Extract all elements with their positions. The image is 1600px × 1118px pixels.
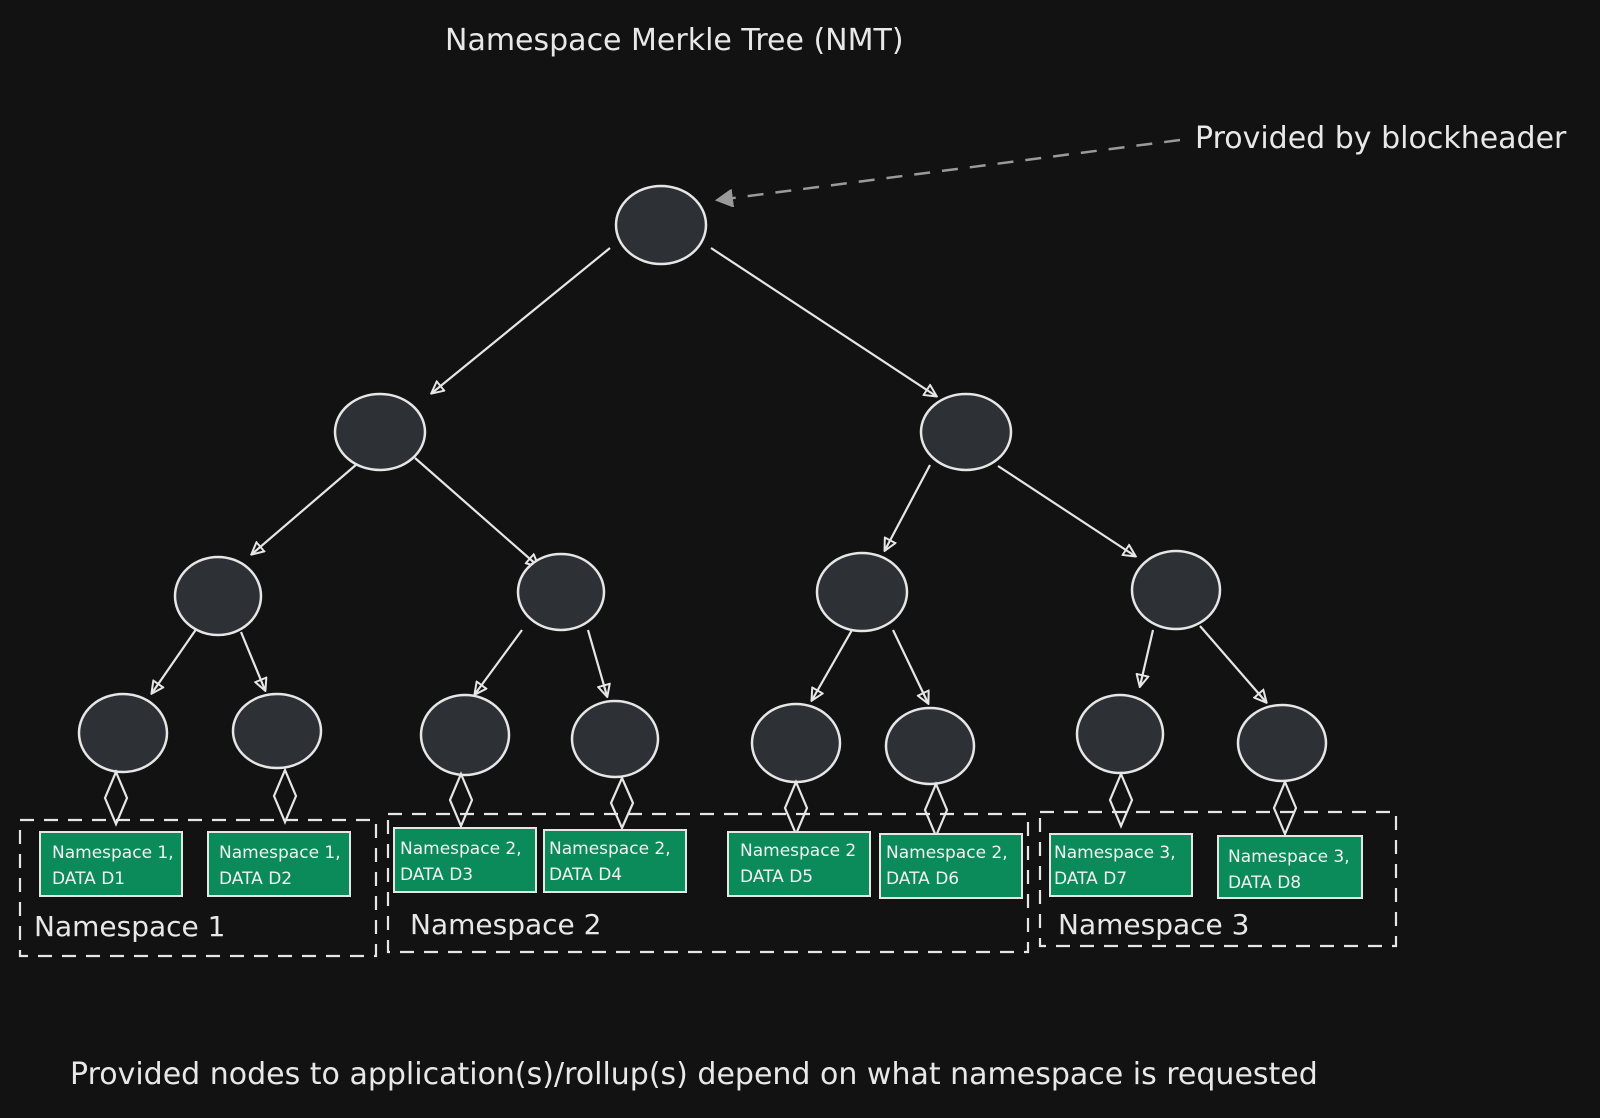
leaf-data-text: DATA D3 [400, 865, 473, 885]
namespace-groups: Namespace 1 Namespace 2 Namespace 3 [18, 810, 1398, 958]
diamond-connector [923, 781, 949, 839]
edge [997, 465, 1135, 556]
tree-node [231, 692, 323, 770]
leaf-box [393, 827, 537, 893]
leaf-data-text: DATA D8 [1228, 873, 1301, 893]
leaf-namespace-text: Namespace 2, [886, 843, 1008, 863]
tree-node [173, 555, 263, 637]
leaf-block: Namespace 2, DATA D3 [393, 827, 537, 893]
tree-node [919, 392, 1013, 472]
edge [239, 631, 265, 690]
leaf-namespace-text: Namespace 2 [740, 841, 856, 861]
tree-node [1075, 693, 1165, 775]
annotation-arrow [718, 138, 1181, 200]
edge [152, 627, 198, 693]
diamond-connector [1272, 779, 1298, 837]
group-label-namespace-3: Namespace 3 [1058, 908, 1249, 941]
leaf-namespace-text: Namespace 2, [549, 839, 671, 859]
diamond-connector [609, 775, 635, 831]
leaf-block: Namespace 1, DATA D2 [207, 831, 351, 897]
group-box-namespace-1 [18, 818, 378, 958]
leaf-box [1217, 835, 1363, 899]
group-box-namespace-3 [1038, 810, 1398, 948]
leaf-block: Namespace 2, DATA D6 [879, 833, 1023, 899]
edge [432, 247, 611, 393]
edge [885, 464, 931, 550]
diamond-connector [103, 769, 129, 827]
leaf-namespace-text: Namespace 3, [1054, 843, 1176, 863]
diamond-connector [783, 779, 809, 837]
tree-node [570, 699, 660, 779]
leaf-data-text: DATA D2 [219, 869, 292, 889]
diamond-connector [272, 767, 298, 825]
leaf-data-text: DATA D4 [549, 865, 622, 885]
edge [1140, 629, 1155, 686]
leaf-block: Namespace 1, DATA D1 [39, 831, 183, 897]
leaf-box [39, 831, 183, 897]
leaf-data-text: DATA D7 [1054, 869, 1127, 889]
tree-node [333, 392, 427, 472]
leaf-box [207, 831, 351, 897]
diamond-connector [1108, 771, 1134, 829]
root-annotation: Provided by blockheader [1195, 121, 1567, 156]
leaf-block: Namespace 2 DATA D5 [727, 831, 871, 897]
edge [892, 629, 928, 703]
tree-node [884, 706, 976, 786]
tree-node [77, 692, 169, 774]
leaf-block: Namespace 2, DATA D4 [543, 829, 687, 893]
edge [586, 629, 607, 696]
edge [252, 463, 358, 554]
tree-node [1130, 549, 1222, 631]
leaf-connectors [103, 767, 1298, 839]
tree-node [1236, 703, 1328, 783]
leaf-box [879, 833, 1023, 899]
leaf-data-text: DATA D6 [886, 869, 959, 889]
leaf-data-text: DATA D5 [740, 867, 813, 887]
leaf-data-text: DATA D1 [52, 869, 125, 889]
leaf-namespace-text: Namespace 1, [52, 843, 174, 863]
leaf-box [543, 829, 687, 893]
edge [414, 457, 538, 566]
tree-node [419, 693, 511, 777]
tree-nodes [77, 184, 1328, 786]
tree-edges [152, 247, 1266, 703]
tree-node [815, 551, 909, 633]
leaf-namespace-text: Namespace 2, [400, 839, 522, 859]
leaf-block: Namespace 3, DATA D7 [1049, 833, 1193, 897]
edge [1199, 625, 1266, 702]
leaf-box [1049, 833, 1193, 897]
edge [710, 247, 936, 396]
edge [475, 629, 523, 694]
tree-node [750, 702, 842, 784]
footer-note: Provided nodes to application(s)/rollup(… [70, 1057, 1318, 1092]
leaf-namespace-text: Namespace 1, [219, 843, 341, 863]
leaf-namespace-text: Namespace 3, [1228, 847, 1350, 867]
group-box-namespace-2 [386, 812, 1030, 954]
diagram-title: Namespace Merkle Tree (NMT) [445, 23, 904, 58]
root-node [614, 184, 708, 266]
leaf-blocks: Namespace 1, DATA D1 Namespace 1, DATA D… [39, 827, 1363, 899]
edge [812, 629, 853, 700]
tree-node [516, 552, 606, 632]
leaf-block: Namespace 3, DATA D8 [1217, 835, 1363, 899]
group-label-namespace-2: Namespace 2 [410, 908, 601, 941]
group-label-namespace-1: Namespace 1 [34, 910, 225, 943]
diamond-connector [448, 771, 474, 829]
leaf-box [727, 831, 871, 897]
